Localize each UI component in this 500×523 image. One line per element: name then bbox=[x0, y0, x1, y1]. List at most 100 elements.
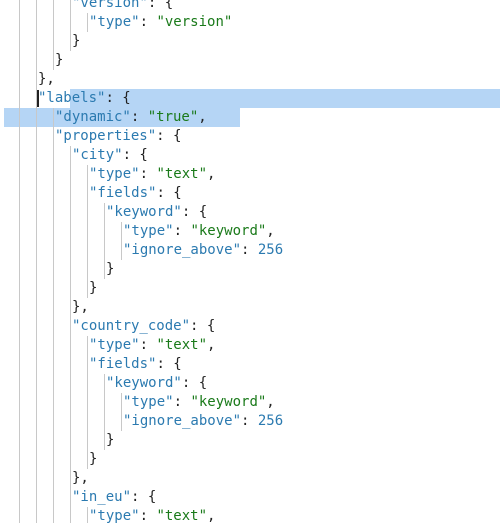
code-line[interactable]: "type": "version" bbox=[0, 13, 500, 32]
token-str: "keyword" bbox=[190, 394, 267, 410]
code-line[interactable]: "labels": { bbox=[0, 89, 500, 108]
indent-guide bbox=[36, 165, 37, 184]
code-line[interactable]: } bbox=[0, 450, 500, 469]
token-punc: : { bbox=[147, 0, 174, 11]
indent-guide bbox=[104, 260, 105, 279]
code-line[interactable]: } bbox=[0, 431, 500, 450]
indent-guide bbox=[36, 13, 37, 32]
code-line[interactable]: "type": "text", bbox=[0, 336, 500, 355]
token-punc: : bbox=[139, 508, 157, 523]
indent-guide bbox=[121, 412, 122, 431]
indent-guide bbox=[87, 336, 88, 355]
token-key: "type" bbox=[89, 337, 140, 353]
indent-guide bbox=[87, 393, 88, 412]
indent-guide bbox=[53, 32, 54, 51]
indent-guide bbox=[19, 469, 20, 488]
code-line[interactable]: "keyword": { bbox=[0, 374, 500, 393]
indent-guide bbox=[87, 241, 88, 260]
indent-guide bbox=[53, 298, 54, 317]
indent-guide bbox=[104, 241, 105, 260]
indent-guide bbox=[70, 203, 71, 222]
code-line[interactable]: }, bbox=[0, 298, 500, 317]
indent-guide bbox=[19, 13, 20, 32]
code-line[interactable]: "type": "keyword", bbox=[0, 393, 500, 412]
code-line[interactable]: "keyword": { bbox=[0, 203, 500, 222]
code-line[interactable]: "fields": { bbox=[0, 184, 500, 203]
indent-guide bbox=[36, 127, 37, 146]
indent-guide bbox=[53, 279, 54, 298]
token-key: "type" bbox=[89, 508, 140, 523]
text-selection bbox=[4, 108, 240, 127]
code-line[interactable]: "country_code": { bbox=[0, 317, 500, 336]
code-line[interactable]: } bbox=[0, 32, 500, 51]
code-line[interactable]: "dynamic": "true", bbox=[0, 108, 500, 127]
token-punc: : { bbox=[105, 90, 131, 106]
code-line[interactable]: } bbox=[0, 260, 500, 279]
indent-guide bbox=[19, 374, 20, 393]
indent-guide bbox=[70, 507, 71, 523]
indent-guide bbox=[70, 13, 71, 32]
indent-guide bbox=[87, 412, 88, 431]
indent-guide bbox=[70, 393, 71, 412]
token-punc: : { bbox=[156, 128, 182, 144]
token-punc: : bbox=[173, 394, 191, 410]
indent-guide bbox=[36, 317, 37, 336]
indent-guide bbox=[87, 431, 88, 450]
code-text: "type": "keyword", bbox=[123, 222, 275, 241]
code-line[interactable]: "type": "text", bbox=[0, 165, 500, 184]
code-line[interactable]: }, bbox=[0, 70, 500, 89]
code-line[interactable]: "ignore_above": 256 bbox=[0, 241, 500, 260]
code-line[interactable]: "city": { bbox=[0, 146, 500, 165]
code-line[interactable]: } bbox=[0, 51, 500, 70]
code-text: } bbox=[55, 51, 63, 70]
indent-guide bbox=[53, 203, 54, 222]
token-key: "type" bbox=[89, 14, 140, 30]
indent-guide bbox=[19, 0, 20, 13]
code-text: "type": "text", bbox=[89, 507, 215, 523]
indent-guide bbox=[53, 260, 54, 279]
code-line[interactable]: } bbox=[0, 279, 500, 298]
token-str: "version" bbox=[156, 14, 233, 30]
indent-guide bbox=[19, 222, 20, 241]
token-key: "in_eu" bbox=[72, 489, 132, 505]
indent-guide bbox=[36, 374, 37, 393]
token-key: "type" bbox=[123, 394, 174, 410]
indent-guide bbox=[19, 127, 20, 146]
token-punc: : bbox=[130, 109, 148, 125]
indent-guide bbox=[36, 412, 37, 431]
indent-guide bbox=[19, 70, 20, 89]
code-text: "properties": { bbox=[55, 127, 181, 146]
indent-guide bbox=[70, 431, 71, 450]
code-line[interactable]: "in_eu": { bbox=[0, 488, 500, 507]
indent-guide bbox=[70, 355, 71, 374]
indent-guide bbox=[36, 336, 37, 355]
token-key: "fields" bbox=[89, 185, 157, 201]
token-key: "city" bbox=[72, 147, 123, 163]
token-num: 256 bbox=[257, 242, 284, 258]
code-line[interactable]: "version": { bbox=[0, 0, 500, 13]
indent-guide bbox=[19, 450, 20, 469]
indent-guide bbox=[19, 431, 20, 450]
indent-guide bbox=[19, 165, 20, 184]
token-punc: , bbox=[266, 394, 275, 410]
code-line[interactable]: "type": "text", bbox=[0, 507, 500, 523]
indent-guide bbox=[36, 32, 37, 51]
code-line[interactable]: "ignore_above": 256 bbox=[0, 412, 500, 431]
code-line[interactable]: "properties": { bbox=[0, 127, 500, 146]
token-punc: : { bbox=[156, 356, 182, 372]
code-line[interactable]: "fields": { bbox=[0, 355, 500, 374]
indent-guide bbox=[87, 184, 88, 203]
indent-guide bbox=[87, 13, 88, 32]
code-text: } bbox=[89, 450, 97, 469]
token-punc: }, bbox=[72, 299, 89, 315]
token-punc: : bbox=[139, 337, 157, 353]
code-line[interactable]: "type": "keyword", bbox=[0, 222, 500, 241]
indent-guide bbox=[104, 393, 105, 412]
token-key: "version" bbox=[72, 0, 148, 11]
code-line[interactable]: }, bbox=[0, 469, 500, 488]
indent-guide bbox=[53, 184, 54, 203]
text-cursor bbox=[37, 90, 39, 107]
token-key: "ignore_above" bbox=[123, 413, 242, 429]
indent-guide bbox=[87, 222, 88, 241]
